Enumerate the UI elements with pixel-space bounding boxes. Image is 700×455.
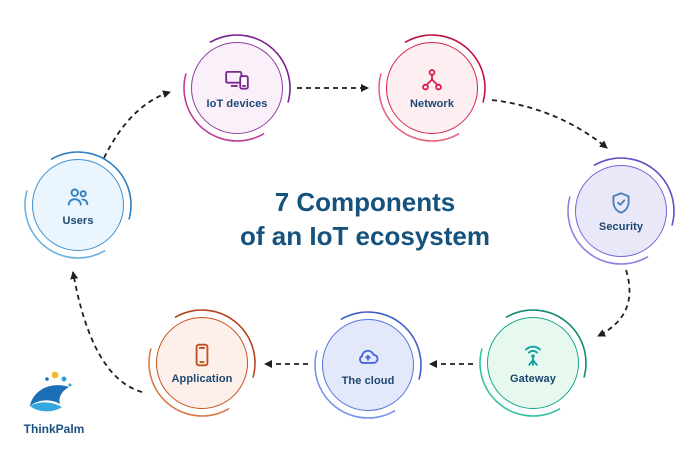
node-ring [314, 311, 422, 419]
node-circle: Application [156, 317, 248, 409]
application-mobile-icon [189, 342, 215, 368]
gateway-antenna-icon [520, 342, 546, 368]
thinkpalm-logo: ThinkPalm [14, 370, 94, 436]
arrow-network-to-security [491, 99, 608, 149]
node-circle: Security [575, 165, 667, 257]
node-circle: IoT devices [191, 42, 283, 134]
node-label: Network [409, 97, 455, 110]
iot-devices-icon [224, 67, 250, 93]
node-network: Network [374, 30, 490, 146]
node-label: Users [62, 214, 94, 227]
node-ring [148, 309, 256, 417]
title-line-2: of an IoT ecosystem [240, 220, 490, 251]
cloud-icon [354, 344, 382, 370]
network-icon [419, 67, 445, 93]
users-icon [65, 184, 91, 210]
node-circle: The cloud [322, 319, 414, 411]
thinkpalm-logo-mark [30, 371, 72, 412]
node-circle: Users [32, 159, 124, 251]
node-users: Users [20, 147, 136, 263]
node-label: IoT devices [206, 97, 268, 110]
node-iot-devices: IoT devices [179, 30, 295, 146]
node-label: Application [171, 372, 233, 385]
arrow-security-to-gateway [597, 269, 631, 337]
node-ring [479, 309, 587, 417]
node-ring [567, 157, 675, 265]
node-circle: Network [386, 42, 478, 134]
node-application: Application [144, 305, 260, 421]
node-circle: Gateway [487, 317, 579, 409]
node-label: Gateway [510, 372, 556, 385]
node-ring [183, 34, 291, 142]
node-the-cloud: The cloud [310, 307, 426, 423]
title-line-1: 7 Components [274, 187, 456, 217]
node-gateway: Gateway [475, 305, 591, 421]
security-shield-icon [608, 190, 634, 216]
node-label: The cloud [341, 374, 395, 387]
page-title: 7 Components of an IoT ecosystem [215, 186, 515, 254]
node-label: Security [598, 220, 644, 233]
node-security: Security [563, 153, 679, 269]
thinkpalm-logo-text: ThinkPalm [23, 422, 85, 436]
node-ring [24, 151, 132, 259]
node-ring [378, 34, 486, 142]
